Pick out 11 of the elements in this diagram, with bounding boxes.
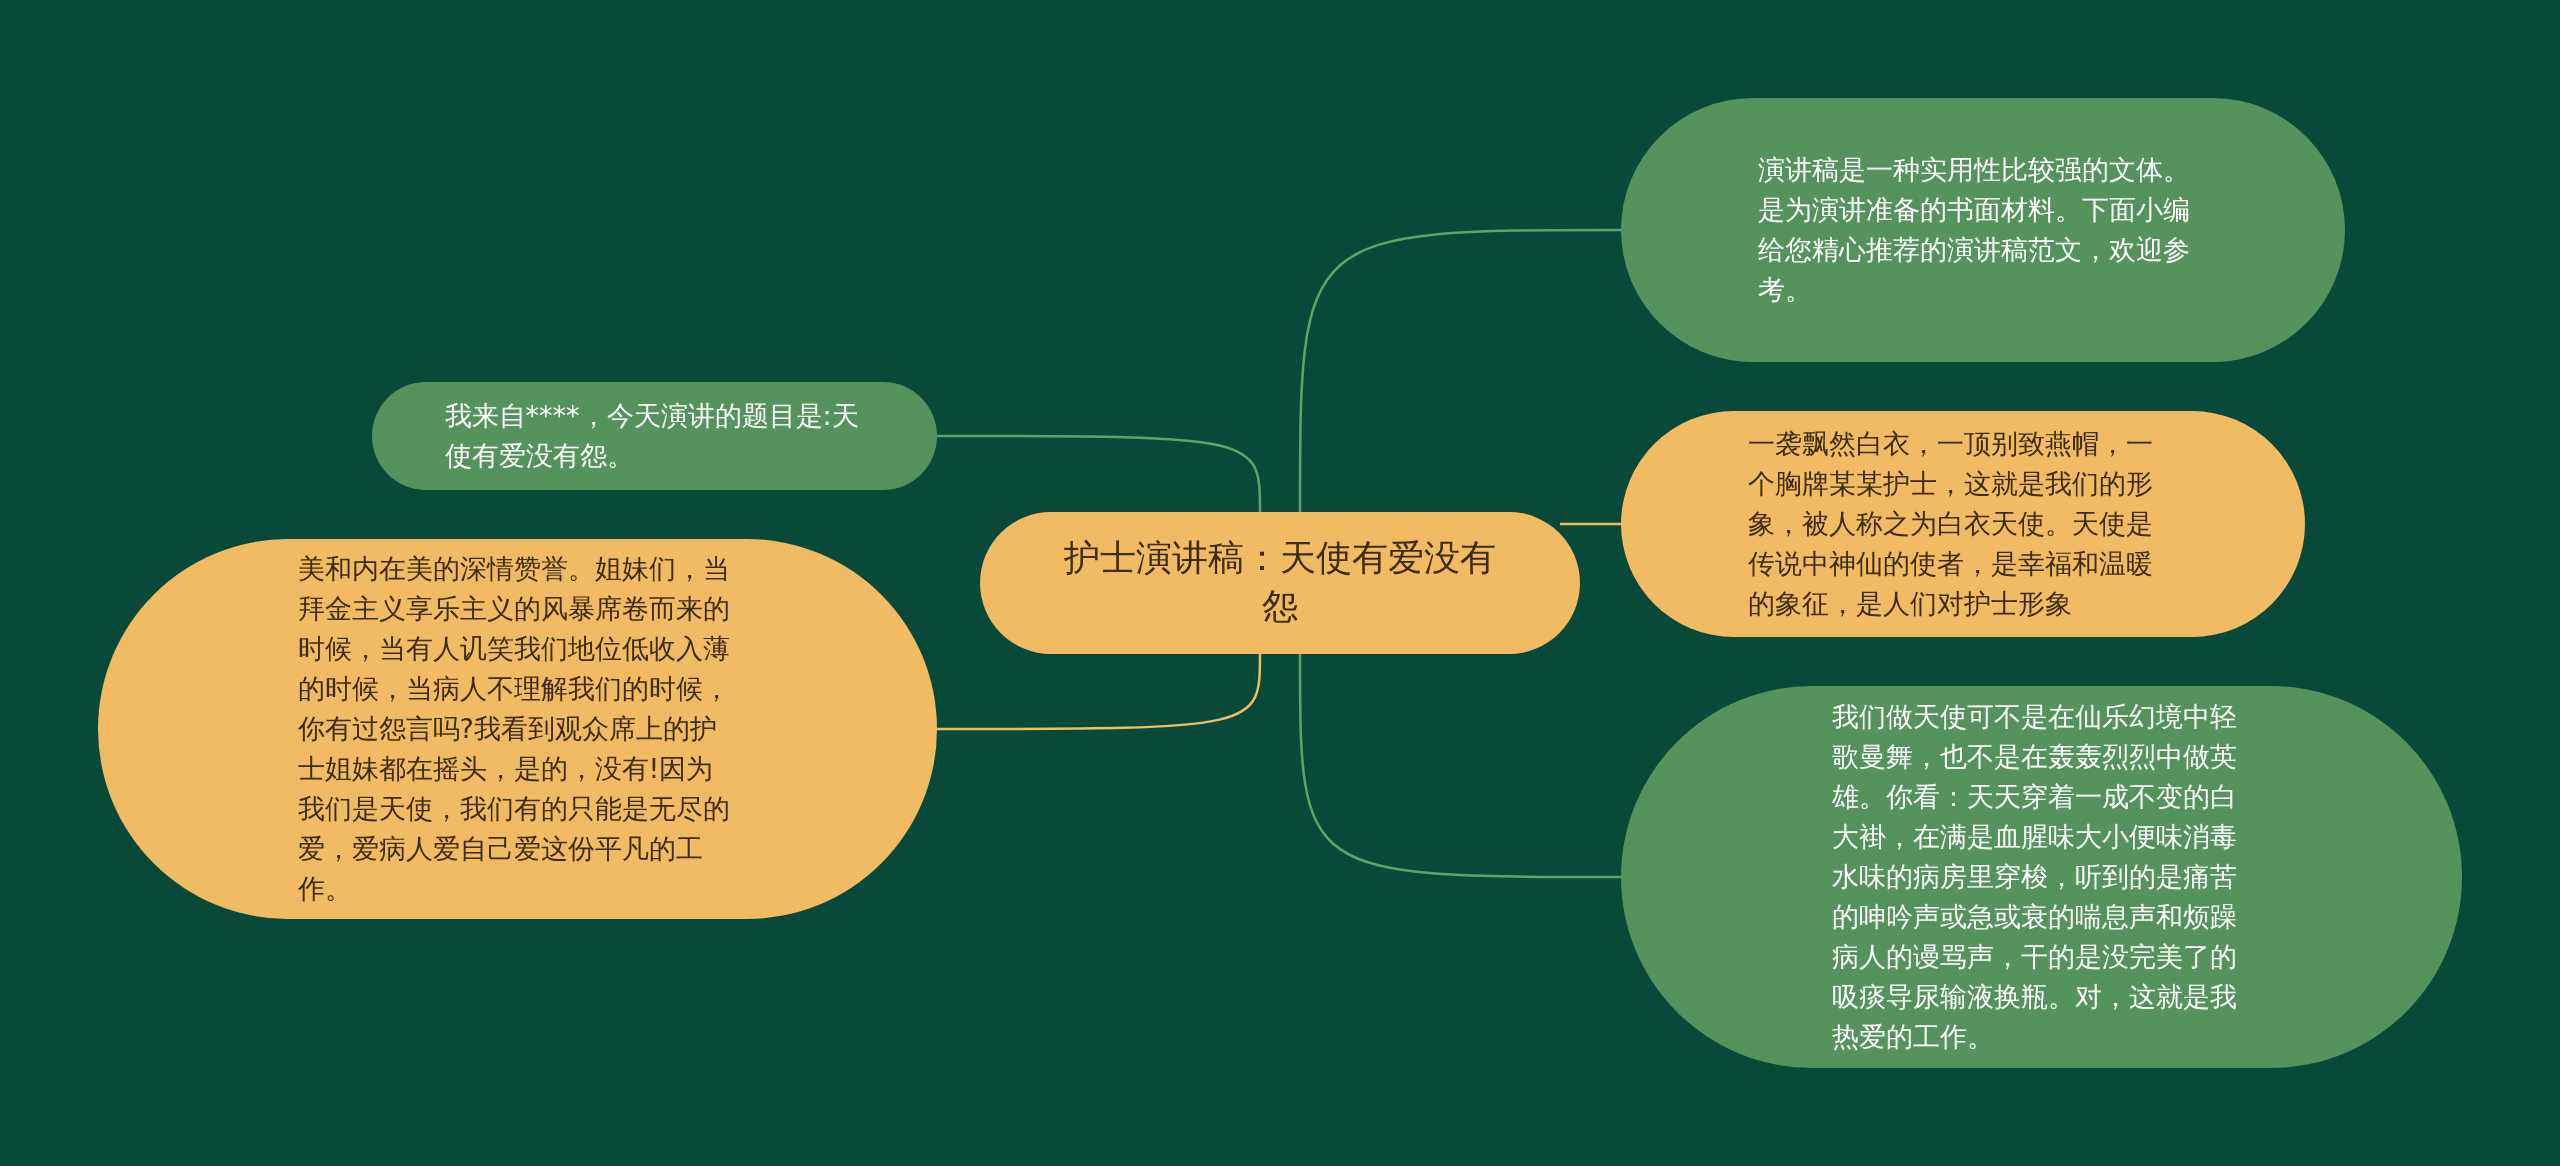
topic-title: 护士演讲稿：天使有爱没有怨 xyxy=(1063,536,1497,629)
topic-text: 我来自****，今天演讲的题目是:天使有爱没有怨。 xyxy=(444,399,860,473)
connector-line xyxy=(937,654,1262,731)
topic-text: 美和内在美的深情赞誉。姐妹们，当拜金主义享乐主义的风暴席卷而来的时候，当有人讥笑我们地位低收入薄的时候，当病人不理解我们的时候，你有过怨言吗?我看到观众席上的护士姐妹都在摇头，是的，没有!因为我们是天使，我们有的只能是无尽的爱，爱病人爱自己爱这份平凡的工作。 xyxy=(297,552,731,906)
connector-line xyxy=(937,434,1262,512)
connector-line xyxy=(1560,522,1621,526)
topic-text: 我们做天使可不是在仙乐幻境中轻歌曼舞，也不是在轰轰烈烈中做英雄。你看：天天穿着一成不变的白大褂，在满是血腥味大小便味消毒水味的病房里穿梭，听到的是痛苦的呻吟声或急或衰的喘息声和烦躁病人的谩骂声，干的是没完美了的吸痰导尿输液换瓶。对，这就是我热爱的工作。 xyxy=(1831,700,2238,1054)
connector-line xyxy=(1298,228,1621,512)
topic-text: 一袭飘然白衣，一顶别致燕帽，一个胸牌某某护士，这就是我们的形象，被人称之为白衣天使。天使是传说中神仙的使者，是幸福和温暖的象征，是人们对护士形象 xyxy=(1748,427,2154,621)
topic-text: 演讲稿是一种实用性比较强的文体。是为演讲准备的书面材料。下面小编给您精心推荐的演讲稿范文，欢迎参考。 xyxy=(1758,153,2191,307)
connector-line xyxy=(1298,654,1621,879)
